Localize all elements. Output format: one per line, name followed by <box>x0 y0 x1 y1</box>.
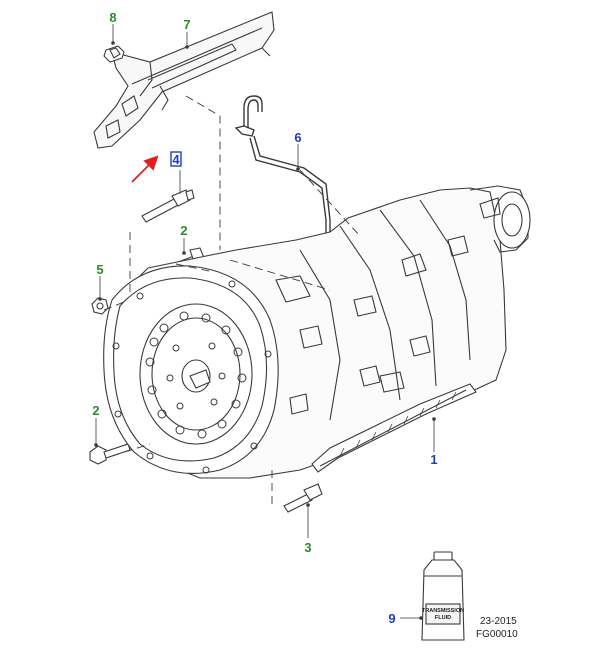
callout-4: 4 <box>172 152 180 167</box>
callout-2-lower: 2 <box>92 403 99 418</box>
leader-dots <box>94 41 436 620</box>
transmission-fluid-bottle <box>421 551 465 641</box>
pointer-arrow <box>131 155 159 183</box>
callout-6: 6 <box>294 130 301 145</box>
callout-9: 9 <box>388 611 395 626</box>
transmission-assembly <box>103 185 531 479</box>
callout-8: 8 <box>109 10 116 25</box>
leader-lines <box>95 24 435 619</box>
figure-code: FG00010 <box>476 629 518 640</box>
callout-highlight-box <box>170 151 182 167</box>
callout-5: 5 <box>96 262 103 277</box>
bottle-label-line-2: FLUID <box>435 615 451 621</box>
date-code: 23-2015 <box>480 616 517 627</box>
bolt-part-8 <box>103 45 125 63</box>
stud-bolt-part-4 <box>141 189 195 223</box>
callout-1: 1 <box>430 452 437 467</box>
callout-7: 7 <box>183 17 190 32</box>
assembly-guide-lines <box>103 95 361 504</box>
heat-shield-bracket <box>93 11 275 149</box>
callout-2-upper: 2 <box>180 223 187 238</box>
callout-3: 3 <box>304 540 311 555</box>
bolt-part-2-lower <box>89 443 131 465</box>
bottle-label-line-1: TRANSMISSION <box>422 608 464 614</box>
stud-bolt-part-3 <box>283 483 323 513</box>
